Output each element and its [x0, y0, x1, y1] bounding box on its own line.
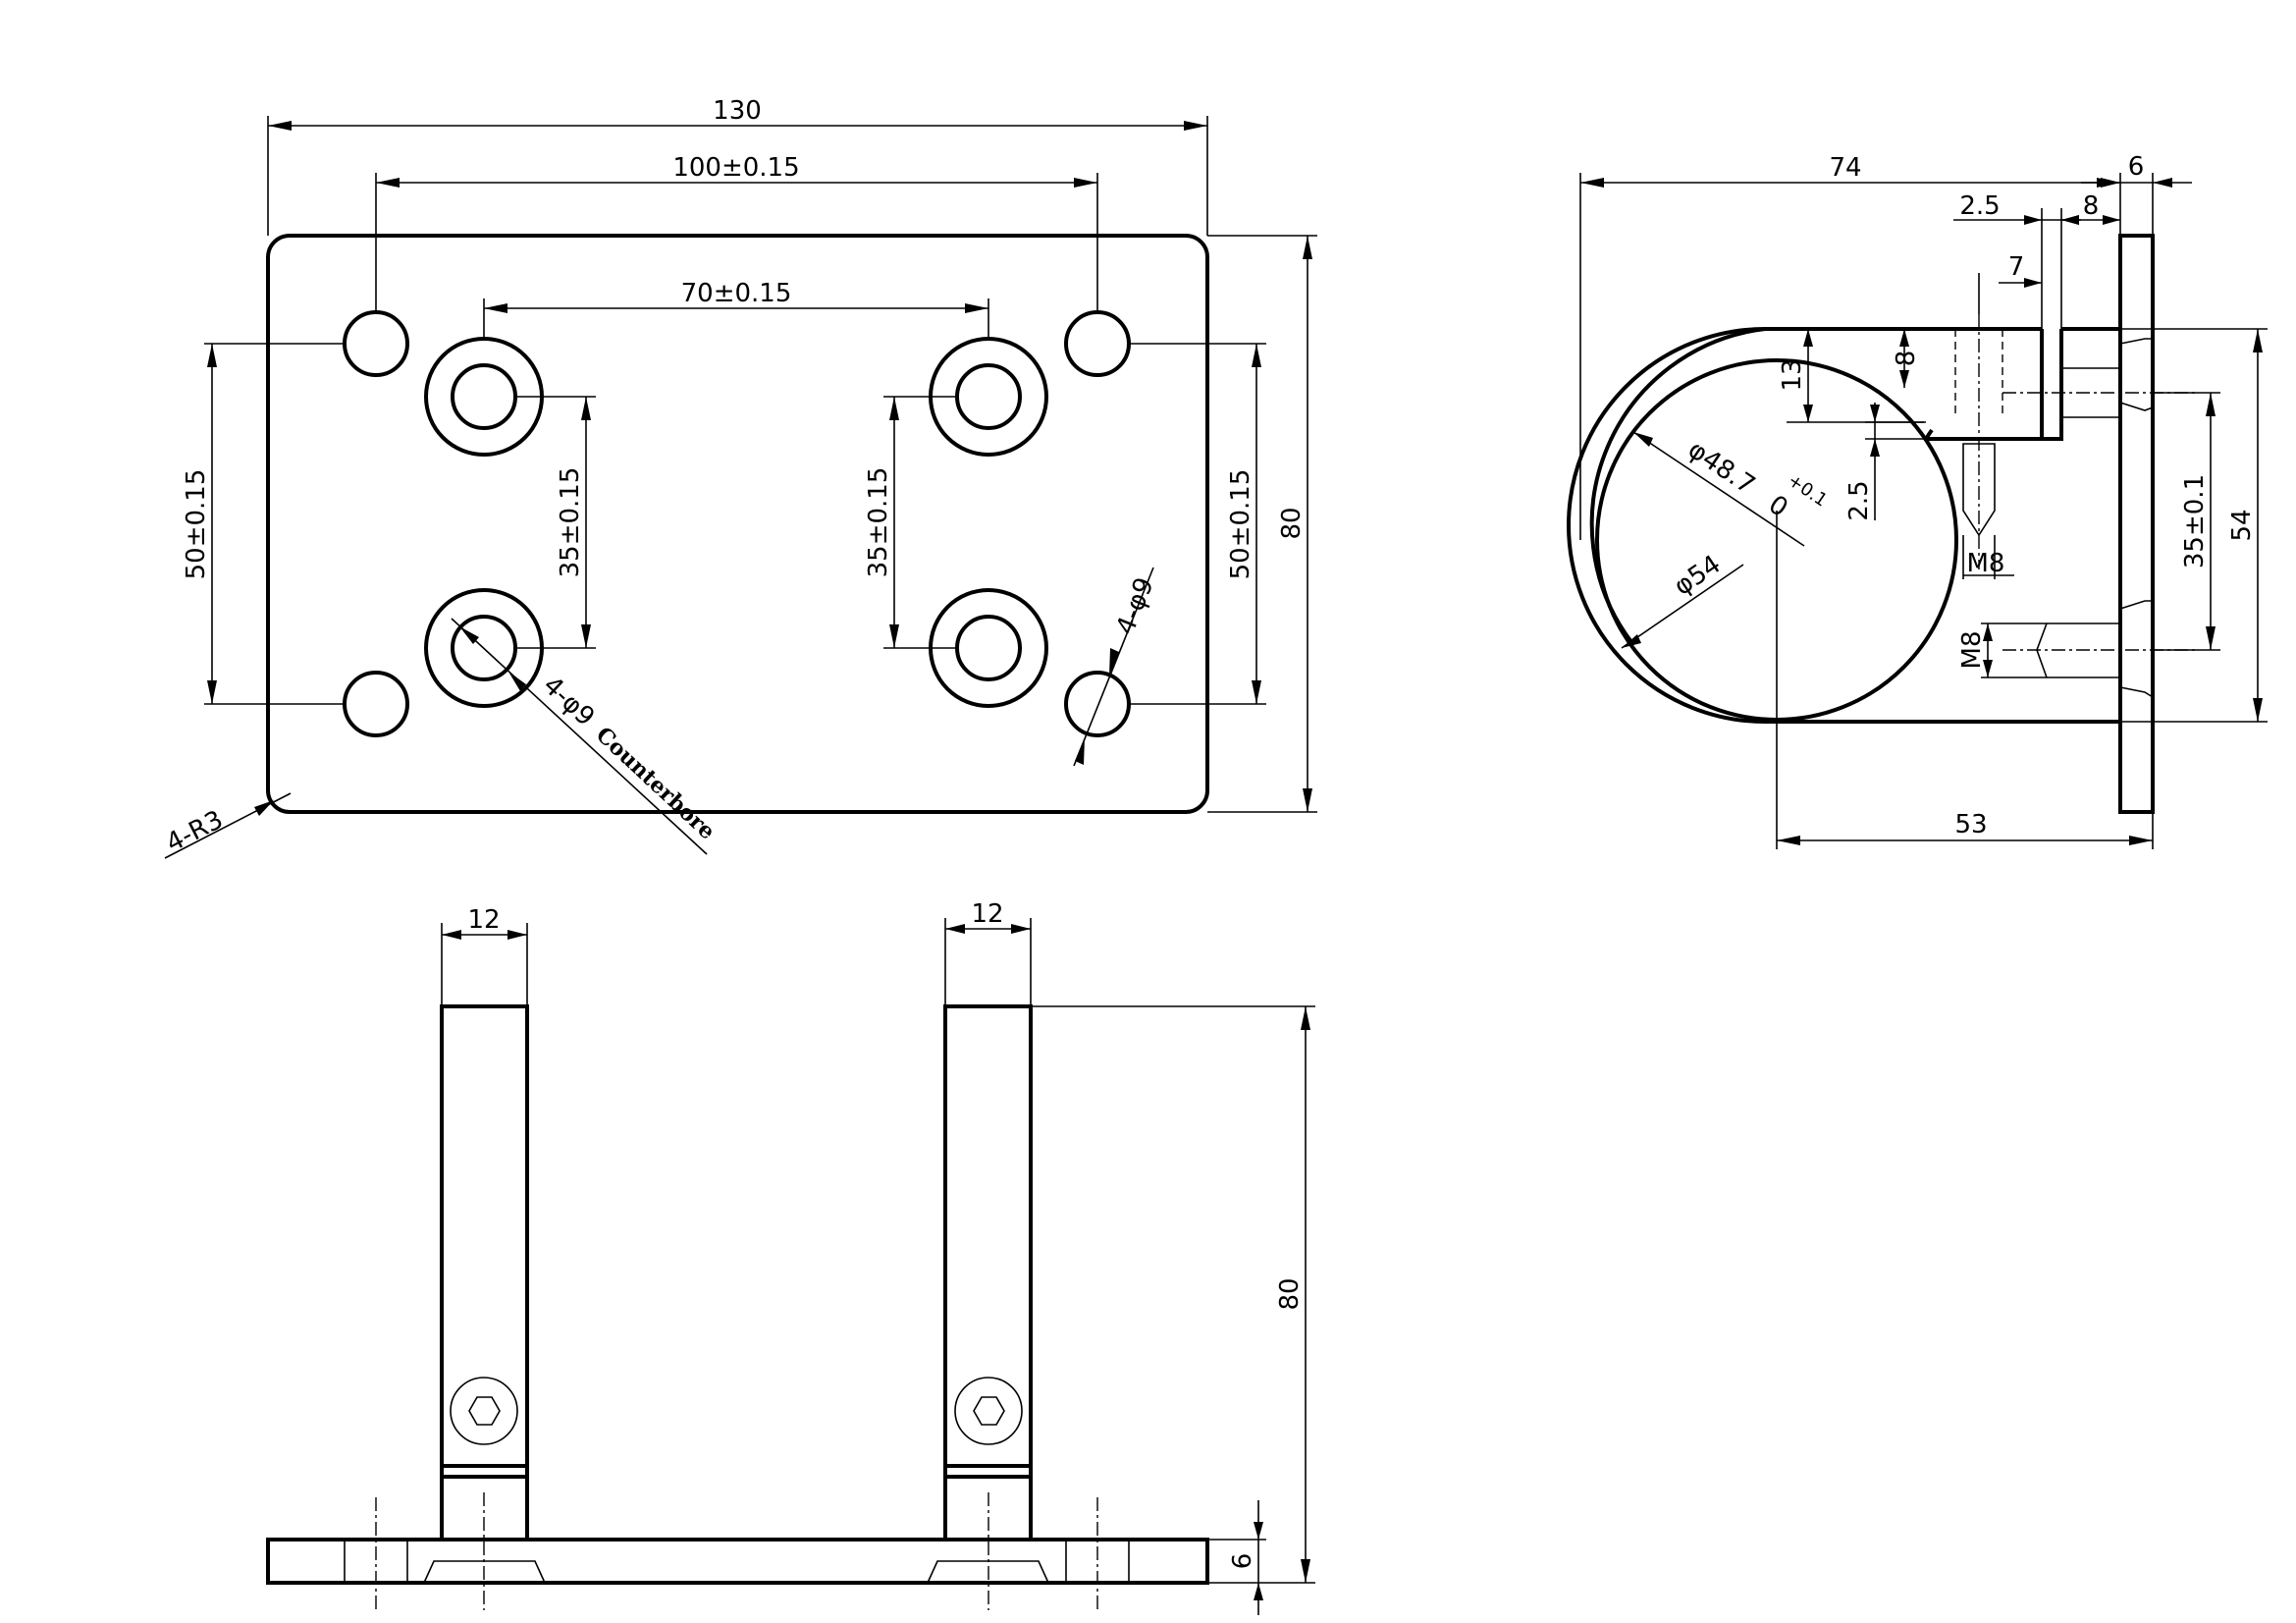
- dim-text: 100±0.15: [672, 153, 799, 183]
- dimension-8-top: 8: [2061, 191, 2120, 225]
- dim-text: 70±0.15: [681, 279, 792, 308]
- dim-text: 80: [1275, 1277, 1305, 1310]
- left-post: [440, 1004, 529, 1542]
- tolerance-upper: +0.1: [1784, 470, 1831, 512]
- dim-text: 6: [2128, 152, 2145, 182]
- dim-text: 53: [1954, 810, 1987, 839]
- dim-text: 8: [1892, 351, 1921, 367]
- dim-text: 35±0.15: [864, 467, 893, 578]
- dimension-counterbore-spacing-y-left: 35±0.15: [515, 396, 596, 649]
- dim-text: 50±0.15: [182, 469, 211, 580]
- mount-hole: [343, 671, 409, 737]
- right-post: [943, 1004, 1033, 1542]
- dim-text: 80: [1277, 507, 1307, 539]
- dimension-7: 7: [1978, 252, 2042, 314]
- callout-counterbore-holes: 4-φ9 Counterbore: [451, 618, 721, 855]
- mount-hole: [1064, 671, 1131, 737]
- clamp-body-outline: [1567, 327, 2120, 724]
- dimension-base-thickness: 6: [1207, 1500, 1266, 1615]
- dim-text: M8: [1967, 549, 2005, 578]
- dimension-outer-diameter: φ54: [1621, 550, 1744, 649]
- dim-text: 54: [2227, 509, 2257, 541]
- dimension-right-post-width: 12: [944, 899, 1032, 1006]
- dimension-thread-lower: M8: [1957, 622, 2047, 678]
- dim-text: 2.5: [1959, 191, 2000, 221]
- dim-text: 2.5: [1844, 480, 1874, 520]
- callout-outer-holes: 4-φ9: [1073, 567, 1160, 767]
- countersunk-screw: [2060, 338, 2154, 418]
- dimension-left-post-width: 12: [441, 905, 528, 1006]
- dimension-plate-thickness: 6: [2081, 152, 2192, 236]
- dim-text: 12: [467, 905, 500, 935]
- dim-text: 4-φ9: [1111, 573, 1160, 639]
- dim-text: 6: [1228, 1553, 1257, 1570]
- dimension-8-vertical: 8: [1892, 329, 1921, 388]
- dimension-post-height: 80: [1031, 1005, 1315, 1584]
- dimension-2-5-side: 2.5: [1844, 403, 1926, 521]
- side-view: 74 6 2.5 8: [1567, 152, 2268, 849]
- dimension-depth: 53: [1777, 810, 2154, 849]
- dim-text: 50±0.15: [1226, 469, 1255, 580]
- side-plate: [2118, 234, 2155, 814]
- dim-text: 130: [713, 96, 762, 126]
- dimension-counterbore-spacing-y-right: 35±0.15: [864, 396, 957, 649]
- counterbore-label: Counterbore: [591, 722, 721, 844]
- tolerance-lower: 0: [1763, 490, 1792, 523]
- dim-text: 13: [1778, 358, 1807, 391]
- dim-text: 35±0.15: [556, 467, 585, 578]
- dim-text: 12: [971, 899, 1003, 929]
- clamp-tab: [1924, 329, 2044, 441]
- callout-corner-radius: 4-R3: [162, 792, 292, 859]
- dim-text: M8: [1957, 631, 1987, 670]
- dimension-overall-height: 80: [1207, 235, 1317, 813]
- clamp-screw-thread: [1962, 443, 1996, 537]
- dim-text: φ54: [1669, 550, 1726, 602]
- top-view: 130 100±0.15 70±0.15 50±0.15: [162, 96, 1317, 859]
- dim-text: 4-R3: [162, 805, 229, 858]
- front-base-plate: [266, 1538, 1209, 1585]
- base-plate-outline: [266, 234, 1209, 814]
- dim-text: 8: [2083, 191, 2100, 221]
- hex-socket-icon: [450, 1377, 518, 1445]
- dimension-overall-width: 130: [267, 96, 1208, 236]
- clamp-tab-lower: [2042, 327, 2120, 441]
- hex-socket-icon: [954, 1377, 1023, 1445]
- dimension-outer-hole-spacing-y-left: 50±0.15: [182, 343, 345, 705]
- dim-text: 4-φ9: [537, 671, 600, 732]
- dimension-counterbore-spacing-x: 70±0.15: [483, 279, 989, 339]
- dimension-bore-diameter: φ48.7 +0.1 0: [1632, 431, 1831, 547]
- dimension-bolt-spacing: 35±0.1: [2153, 392, 2220, 651]
- front-view: 12 12 80 6: [266, 899, 1315, 1615]
- dim-text: 35±0.1: [2180, 474, 2210, 568]
- mount-hole: [1064, 310, 1131, 377]
- dimension-plate-height: 54: [2120, 328, 2268, 723]
- clamp-screw-hidden: [1954, 329, 2003, 417]
- dimension-13: 13: [1778, 328, 1934, 423]
- dimension-outer-hole-spacing-y-right: 50±0.15: [1129, 343, 1266, 705]
- dimension-outer-hole-spacing: 100±0.15: [375, 153, 1098, 312]
- dim-text: 74: [1829, 153, 1861, 183]
- mount-hole: [343, 310, 409, 377]
- dim-text: 7: [2008, 252, 2025, 282]
- countersunk-screw: [2036, 600, 2154, 698]
- dimension-thread-clamp: M8: [1962, 535, 2014, 579]
